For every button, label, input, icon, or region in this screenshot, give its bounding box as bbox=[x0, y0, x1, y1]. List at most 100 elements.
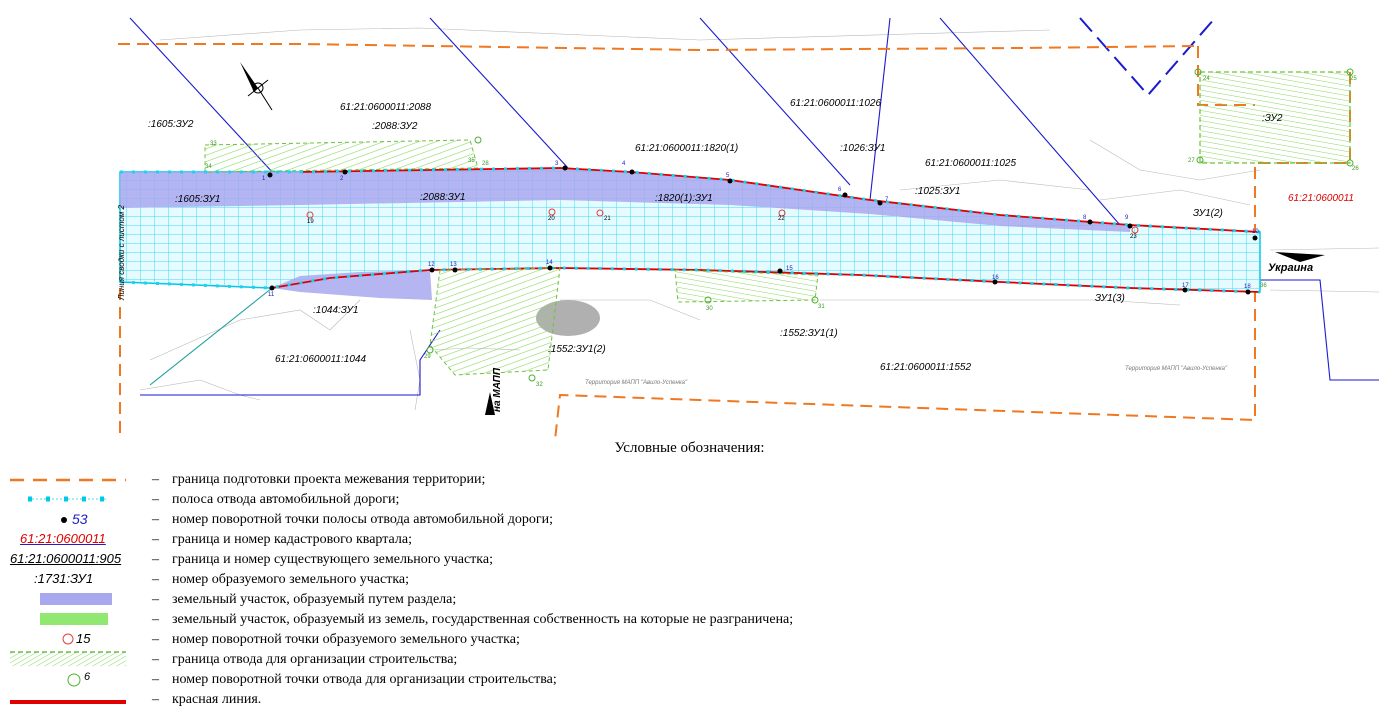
legend-text: номер поворотной точки образуемого земел… bbox=[172, 632, 520, 647]
legend-text: полоса отвода автомобильной дороги; bbox=[172, 492, 400, 507]
legend-dash: – bbox=[152, 532, 159, 547]
legend-text: красная линия. bbox=[172, 692, 262, 707]
legend-text: земельный участок, образуемый путем разд… bbox=[172, 592, 457, 607]
division-parcel-upper bbox=[120, 168, 1130, 232]
parcel-label: :1552:ЗУ1(1) bbox=[780, 328, 838, 339]
legend-symbol-black-dot-number: 53 bbox=[8, 510, 133, 530]
parcel-label: :1044:ЗУ1 bbox=[313, 305, 358, 316]
point-number-label: 6 bbox=[838, 187, 842, 193]
legend-symbol-text: 53 bbox=[72, 511, 88, 527]
parcel-label: ЗУ1(3) bbox=[1095, 293, 1125, 304]
legend-symbol-green-fill bbox=[8, 610, 133, 630]
legend-symbol-purple-fill bbox=[8, 590, 133, 610]
quarter-label: 61:21:0600011 bbox=[1288, 193, 1354, 204]
legend-row: –граница подготовки проекта межевания те… bbox=[0, 470, 1379, 490]
division-parcel-lower bbox=[272, 270, 432, 300]
point-number-label: 16 bbox=[992, 275, 999, 281]
legend-row: –граница отвода для организации строител… bbox=[0, 650, 1379, 670]
legend-row: 61:21:0600011 –граница и номер кадастрово… bbox=[0, 530, 1379, 550]
point-number-label: 26 bbox=[1352, 166, 1359, 172]
legend-dash: – bbox=[152, 592, 159, 607]
parcel-label: ЗУ1(2) bbox=[1193, 208, 1223, 219]
legend-row: 53–номер поворотной точки полосы отвода … bbox=[0, 510, 1379, 530]
point-number-label: 31 bbox=[818, 304, 825, 310]
point-number-label: 18 bbox=[1244, 284, 1251, 290]
legend-symbol-orange-dashed-line bbox=[8, 470, 133, 490]
legend-symbol-cyan-row-strip bbox=[8, 490, 133, 510]
parcel-label: :ЗУ2 bbox=[1262, 113, 1283, 124]
point-number-label: 9 bbox=[1125, 215, 1129, 221]
point-number-label: 1 bbox=[262, 176, 266, 182]
legend-text: граница и номер существующего земельного… bbox=[172, 552, 493, 567]
territory-label: Территория МАПП "Авило-Успенка" bbox=[585, 380, 688, 386]
point-number-label: 17 bbox=[1182, 283, 1189, 289]
legend-row: –земельный участок, образуемый из земель… bbox=[0, 610, 1379, 630]
turning-points bbox=[267, 68, 1354, 382]
legend-dash: – bbox=[152, 512, 159, 527]
parcel-label: :1820(1):ЗУ1 bbox=[655, 193, 713, 204]
legend-dash: – bbox=[152, 492, 159, 507]
cadastral-map: :1605:ЗУ2 :2088:ЗУ2 :1605:ЗУ1 :2088:ЗУ1 … bbox=[117, 17, 1379, 440]
legend-symbol-green-hatch-dashed bbox=[8, 650, 133, 670]
point-number-label: 5 bbox=[726, 173, 730, 179]
point-number-label: 23 bbox=[1130, 234, 1137, 240]
parcel-label: :1026:ЗУ1 bbox=[840, 143, 885, 154]
point-number-label: 11 bbox=[268, 292, 275, 298]
legend-row: :1731:ЗУ1–номер образуемого земельного у… bbox=[0, 570, 1379, 590]
legend-symbol-existing-parcel-number: 61:21:0600011:905 bbox=[8, 550, 133, 570]
north-arrow-icon bbox=[240, 62, 273, 111]
ukraine-arrow bbox=[1275, 252, 1325, 262]
legend-row: 6 –номер поворотной точки отвода для орга… bbox=[0, 670, 1379, 690]
point-number-label: 20 bbox=[548, 216, 555, 222]
legend-dash: – bbox=[152, 692, 159, 707]
point-number-label: 22 bbox=[778, 216, 785, 222]
parcel-label: :1552:ЗУ1(2) bbox=[548, 344, 606, 355]
legend-dash: – bbox=[152, 632, 159, 647]
parcel-label: :1025:ЗУ1 bbox=[915, 186, 960, 197]
legend-symbol-red-line bbox=[8, 690, 133, 710]
point-number-label: 2 bbox=[340, 176, 344, 182]
cadastral-label: 61:21:0600011:1552 bbox=[880, 362, 971, 373]
parcel-label: :1605:ЗУ1 bbox=[175, 194, 220, 205]
point-number-label: 33 bbox=[210, 141, 217, 147]
point-number-label: 28 bbox=[482, 161, 489, 167]
territory-label: Территория МАПП "Авило-Успенка" bbox=[1125, 366, 1228, 372]
parcel-label: :2088:ЗУ2 bbox=[372, 121, 418, 132]
cadastral-label: 61:21:0600011:1820(1) bbox=[635, 143, 738, 154]
cadastral-label: 61:21:0600011:1044 bbox=[275, 354, 366, 365]
point-number-label: 27 bbox=[1188, 158, 1195, 164]
point-number-label: 21 bbox=[604, 216, 611, 222]
legend-symbol-text: 15 bbox=[76, 631, 91, 646]
point-number-label: 30 bbox=[706, 306, 713, 312]
legend-symbol-new-parcel-number: :1731:ЗУ1 bbox=[8, 570, 133, 590]
legend-text: граница подготовки проекта межевания тер… bbox=[172, 472, 486, 487]
cadastral-label: 61:21:0600011:2088 bbox=[340, 102, 431, 113]
legend-text: номер поворотной точки отвода для органи… bbox=[172, 672, 557, 687]
point-number-label: 15 bbox=[786, 266, 793, 272]
legend-symbol-red-quarter-number: 61:21:0600011 bbox=[8, 530, 133, 550]
legend-text: граница отвода для организации строитель… bbox=[172, 652, 458, 667]
to-mapp-label: на МАПП bbox=[492, 367, 503, 412]
point-number-label: 29 bbox=[424, 354, 431, 360]
legend-symbol-text: 61:21:0600011 bbox=[20, 531, 106, 546]
legend-symbol-text: 6 bbox=[84, 671, 91, 683]
legend-dash: – bbox=[152, 652, 159, 667]
legend-text: граница и номер кадастрового квартала; bbox=[172, 532, 412, 547]
point-number-label: 7 bbox=[885, 197, 889, 203]
point-number-label: 36 bbox=[1260, 283, 1267, 289]
legend-dash: – bbox=[152, 672, 159, 687]
point-number-label: 14 bbox=[546, 260, 553, 266]
point-number-label: 34 bbox=[205, 164, 212, 170]
point-number-label: 4 bbox=[622, 161, 626, 167]
point-number-label: 32 bbox=[536, 382, 543, 388]
ukraine-label: Украина bbox=[1268, 262, 1313, 274]
cadastral-label: 61:21:0600011:1025 bbox=[925, 158, 1016, 169]
legend-row: –полоса отвода автомобильной дороги; bbox=[0, 490, 1379, 510]
legend-row: 15 –номер поворотной точки образуемого зе… bbox=[0, 630, 1379, 650]
legend-title: Условные обозначения: bbox=[614, 440, 765, 456]
point-number-label: 13 bbox=[450, 262, 457, 268]
legend-row: 61:21:0600011:905–граница и номер сущест… bbox=[0, 550, 1379, 570]
point-number-label: 19 bbox=[307, 219, 314, 225]
legend-text: земельный участок, образуемый из земель,… bbox=[172, 612, 794, 627]
legend-symbol-text: 61:21:0600011:905 bbox=[10, 551, 122, 566]
